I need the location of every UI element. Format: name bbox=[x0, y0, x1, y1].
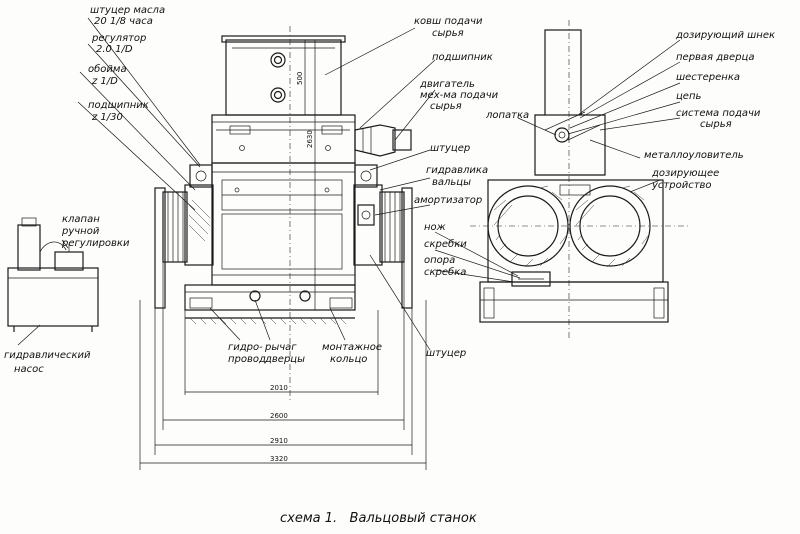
label-opora: опора bbox=[424, 255, 455, 266]
label-rychag-2: дверцы bbox=[264, 354, 305, 365]
dim-500: 500 bbox=[296, 72, 304, 85]
side-base bbox=[479, 281, 669, 323]
label-montazh: монтажное bbox=[322, 342, 382, 353]
label-shesterenka: шестеренка bbox=[676, 72, 740, 83]
label-shtutser-bottom: штуцер bbox=[426, 348, 466, 359]
label-nasos: насос bbox=[14, 364, 44, 375]
scraper-support bbox=[511, 271, 551, 287]
label-regulirovki: регулировки bbox=[61, 238, 130, 249]
dimension-lines: 2010 2600 2910 3320 bbox=[139, 262, 427, 470]
label-shtutser-masla-2: 20 1/8 часа bbox=[94, 16, 153, 27]
main-body bbox=[211, 162, 356, 286]
hydraulic-pump bbox=[7, 217, 99, 332]
base-frame bbox=[184, 284, 356, 311]
label-sistema-2: сырья bbox=[700, 119, 732, 130]
hopper-rim bbox=[221, 35, 346, 43]
label-regulyator-2: 2.0 1/D bbox=[96, 44, 133, 55]
label-kovsh: ковш подачи bbox=[414, 16, 483, 27]
pump-cylinder bbox=[17, 224, 41, 271]
front-view: 2630 500 bbox=[154, 26, 413, 400]
label-podshipnik: подшипник bbox=[432, 52, 493, 63]
dim-2600: 2600 bbox=[270, 412, 288, 420]
right-pulley bbox=[379, 191, 405, 263]
dim-2010: 2010 bbox=[270, 384, 288, 392]
label-amortizator: амортизатор bbox=[414, 195, 482, 206]
label-gidroprovod-2: провод bbox=[228, 354, 266, 365]
door-lever bbox=[249, 290, 261, 302]
label-regulyator: регулятор bbox=[91, 33, 146, 44]
label-oboyma: обойма bbox=[88, 63, 127, 75]
label-tsep: цепь bbox=[676, 91, 701, 102]
feed-gear bbox=[554, 127, 570, 143]
dim-3320: 3320 bbox=[270, 455, 288, 463]
figure-caption: схема 1. Вальцовый станок bbox=[280, 511, 477, 526]
hopper bbox=[225, 39, 342, 116]
label-skrebka: скребка bbox=[424, 266, 466, 278]
label-lopatka: лопатка bbox=[485, 110, 529, 121]
label-dvigatel-2: мех-ма подачи bbox=[420, 90, 499, 101]
label-podshipnik-left-2: z 1/30 bbox=[91, 112, 123, 123]
hopper-port-bottom bbox=[270, 87, 286, 103]
left-pulley bbox=[162, 191, 188, 263]
label-klapan: клапан bbox=[62, 214, 100, 225]
pump-tank bbox=[7, 267, 99, 327]
label-gidravlika: гидравлика bbox=[426, 165, 488, 176]
leader-lines bbox=[17, 17, 681, 351]
hopper-port-top bbox=[270, 52, 286, 68]
label-skrebki: скребки bbox=[424, 238, 467, 250]
feed-motor bbox=[354, 124, 396, 157]
feed-motor-cap bbox=[392, 129, 412, 151]
right-roll-housing bbox=[353, 184, 383, 266]
label-shtutser: штуцер bbox=[430, 143, 470, 154]
label-oboyma-2: z 1/D bbox=[91, 76, 118, 87]
left-frame-post bbox=[154, 187, 166, 309]
label-montazh-2: кольцо bbox=[330, 354, 367, 365]
left-roll-housing bbox=[184, 184, 214, 266]
labels: штуцер масла 20 1/8 часа регулятор 2.0 1… bbox=[4, 5, 775, 526]
feed-housing bbox=[534, 114, 606, 176]
feed-pipe bbox=[544, 29, 582, 116]
pump-valve bbox=[54, 251, 84, 271]
dim-2910: 2910 bbox=[270, 437, 288, 445]
label-podshipnik-left: подшипник bbox=[88, 100, 149, 111]
label-dvigatel-3: сырья bbox=[430, 101, 462, 112]
label-metalloulovitel: металлоуловитель bbox=[644, 150, 744, 161]
label-nozh: нож bbox=[424, 222, 446, 233]
label-doz-ustr: дозирующее bbox=[651, 168, 719, 179]
label-gidro-nasos: гидравлический bbox=[4, 350, 91, 361]
right-frame-post bbox=[401, 187, 413, 309]
shock-absorber bbox=[357, 204, 375, 226]
label-sistema: система подачи bbox=[676, 108, 761, 119]
label-shtutser-masla: штуцер масла bbox=[90, 5, 165, 16]
right-bearing bbox=[354, 164, 378, 188]
label-doziruyushchiy: дозирующий шнек bbox=[675, 30, 775, 41]
label-doz-ustr-2: устройство bbox=[651, 180, 712, 191]
label-gidroprovod: гидро- bbox=[228, 342, 263, 353]
label-ruchnoy: ручной bbox=[61, 226, 100, 237]
dim-2630: 2630 bbox=[306, 130, 314, 148]
label-kovsh-2: сырья bbox=[432, 28, 464, 39]
label-rychag: рычаг bbox=[264, 342, 297, 353]
left-bearing bbox=[189, 164, 213, 188]
label-valtsy: вальцы bbox=[432, 177, 471, 188]
label-pervaya-dvertsa: первая дверца bbox=[676, 52, 755, 63]
label-dvigatel: двигатель bbox=[419, 79, 475, 90]
